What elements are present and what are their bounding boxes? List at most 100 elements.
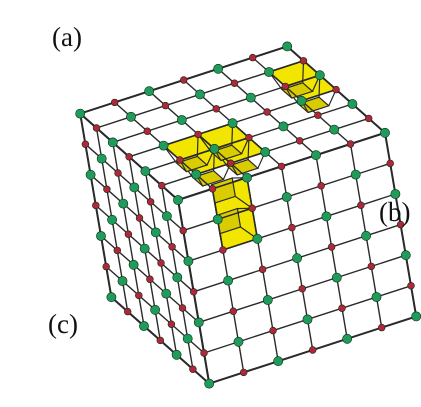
red-atom xyxy=(258,265,267,274)
green-atom xyxy=(128,259,139,270)
green-atom xyxy=(296,95,307,106)
red-atom xyxy=(135,291,143,300)
green-atom xyxy=(264,67,274,77)
label-a: (a) xyxy=(52,22,82,52)
red-atom xyxy=(146,275,154,283)
green-atom xyxy=(158,140,169,151)
green-atom xyxy=(350,169,361,180)
green-atom xyxy=(260,147,271,157)
green-atom xyxy=(314,70,325,81)
red-atom xyxy=(269,326,277,335)
red-atom xyxy=(314,111,322,119)
green-atom xyxy=(361,230,371,241)
red-atom xyxy=(103,185,111,193)
green-atom xyxy=(262,295,273,305)
green-atom xyxy=(292,253,302,264)
red-atom xyxy=(110,98,119,107)
green-atom xyxy=(411,311,421,322)
vacancies xyxy=(162,59,338,252)
green-atom xyxy=(106,292,117,303)
green-atom xyxy=(281,192,292,202)
red-atom xyxy=(296,137,304,145)
green-atom xyxy=(380,127,390,138)
red-atom xyxy=(386,159,394,168)
green-atom xyxy=(331,272,342,283)
green-atom xyxy=(172,272,183,283)
green-atom xyxy=(126,111,136,122)
red-atom xyxy=(332,85,340,94)
red-atom xyxy=(317,182,325,190)
atoms xyxy=(75,41,421,389)
label-c: (c) xyxy=(48,309,78,339)
red-atom xyxy=(357,201,365,209)
red-atom xyxy=(125,153,133,161)
green-atom xyxy=(96,153,107,164)
red-atom xyxy=(189,365,197,373)
green-atom xyxy=(212,214,223,225)
green-atom xyxy=(171,349,182,360)
red-atom xyxy=(288,223,296,232)
green-atom xyxy=(117,276,128,286)
green-atom xyxy=(321,211,332,222)
red-atom xyxy=(263,108,271,116)
green-atom xyxy=(161,211,172,222)
red-atom xyxy=(367,262,375,271)
red-atom xyxy=(299,57,308,65)
red-atom xyxy=(240,368,248,377)
red-atom xyxy=(167,320,176,328)
green-atom xyxy=(400,250,411,261)
red-atom xyxy=(92,124,101,132)
green-atom xyxy=(227,118,238,129)
green-atom xyxy=(150,227,161,238)
green-atom xyxy=(182,333,193,344)
green-atom xyxy=(129,182,140,193)
green-atom xyxy=(223,275,233,286)
green-atom xyxy=(85,169,96,180)
red-atom xyxy=(113,246,122,255)
green-atom xyxy=(329,124,340,135)
green-atom xyxy=(191,169,202,180)
red-atom xyxy=(229,307,238,315)
red-atom xyxy=(327,243,336,251)
green-atom xyxy=(245,92,256,103)
red-atom xyxy=(200,349,208,357)
red-atom xyxy=(114,169,122,177)
green-atom xyxy=(252,233,263,244)
green-atom xyxy=(371,292,382,302)
red-atom xyxy=(146,198,155,206)
green-atom xyxy=(195,89,205,100)
green-atom xyxy=(311,150,321,161)
red-atom xyxy=(189,288,198,296)
red-atom xyxy=(179,226,187,235)
red-atom xyxy=(249,53,257,62)
red-atom xyxy=(161,101,170,110)
green-atom xyxy=(278,121,289,132)
green-atom xyxy=(161,288,172,299)
red-atom xyxy=(81,140,90,148)
green-atom xyxy=(342,333,353,344)
green-atom xyxy=(213,63,224,74)
green-atom xyxy=(209,143,220,154)
red-atom xyxy=(143,127,152,135)
red-atom xyxy=(378,323,386,332)
green-atom xyxy=(282,41,293,52)
green-atom xyxy=(242,172,252,183)
red-atom xyxy=(298,285,306,293)
red-atom xyxy=(281,82,289,91)
red-atom xyxy=(230,79,239,87)
green-atom xyxy=(233,336,244,347)
green-atom xyxy=(96,231,106,241)
green-atom xyxy=(273,356,284,367)
red-atom xyxy=(178,304,187,312)
green-atom xyxy=(193,317,204,328)
green-atom xyxy=(347,99,358,109)
red-atom xyxy=(158,181,166,190)
green-atom xyxy=(204,378,215,389)
red-atom xyxy=(219,246,227,254)
green-atom xyxy=(173,195,183,205)
red-atom xyxy=(156,336,165,345)
red-atom xyxy=(168,243,176,251)
red-atom xyxy=(92,201,100,210)
red-atom xyxy=(180,76,188,84)
